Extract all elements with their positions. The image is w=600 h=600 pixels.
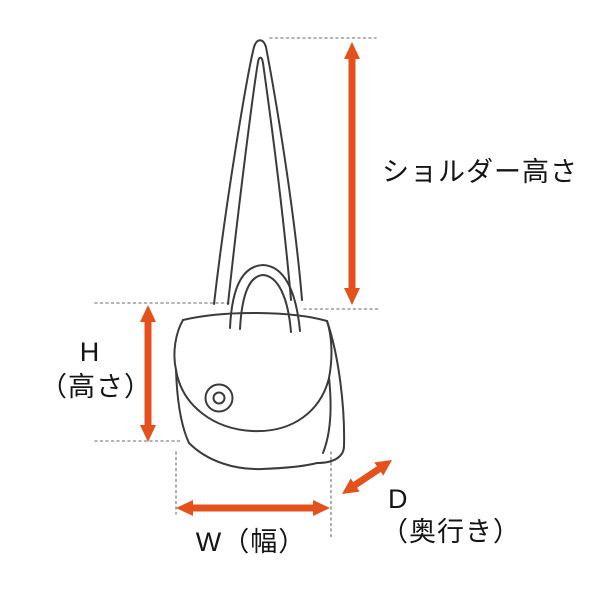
height-label: H [80, 337, 101, 367]
width-label: W（幅） [196, 527, 306, 557]
depth-arrow [342, 460, 392, 494]
clasp-button-outer [204, 383, 234, 413]
bag-handle-inner [239, 274, 292, 333]
bag-top-edge [182, 311, 328, 322]
arrow-left-icon [176, 500, 193, 516]
depth-arrow-shaft [353, 466, 381, 488]
arrow-up-right-icon [374, 460, 392, 476]
bag-flap [173, 319, 333, 433]
arrow-down-icon [344, 288, 360, 305]
bag-gusset-fold [322, 377, 332, 454]
bag-gusset-outer [316, 320, 346, 464]
bag-body-left-edge [175, 369, 190, 444]
bag-strap-inner [227, 56, 292, 305]
arrow-right-icon [313, 500, 330, 516]
bag-handle-outer [229, 264, 301, 332]
clasp-button-inner [212, 391, 226, 405]
arrow-down-left-icon [342, 478, 360, 494]
width-arrow [176, 500, 330, 516]
arrow-up-icon [140, 305, 156, 322]
arrow-down-icon [140, 425, 156, 442]
height-sub-label: （高さ） [40, 372, 152, 402]
depth-sub-label: （奥行き） [381, 517, 521, 547]
bag-strap-outer [213, 39, 303, 305]
bag-illustration [173, 39, 346, 471]
height-arrow [140, 305, 156, 442]
bag-body-bottom [188, 442, 318, 471]
depth-label: D [388, 484, 409, 514]
shoulder-height-label: ショルダー高さ [382, 157, 578, 187]
shoulder-height-arrow [344, 42, 360, 305]
guide-lines [94, 37, 379, 541]
arrow-up-icon [344, 42, 360, 59]
dimension-labels: ショルダー高さ H （高さ） W（幅） D （奥行き） [40, 157, 578, 557]
